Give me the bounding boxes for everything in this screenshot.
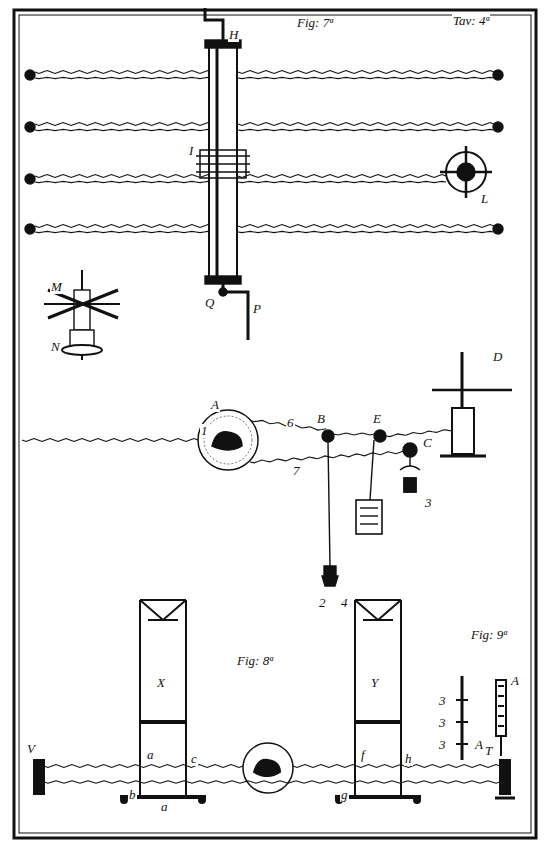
fig8 [34, 600, 515, 803]
callout-letter: g [340, 788, 349, 802]
rope [334, 433, 374, 435]
callout-letter: h [404, 752, 413, 766]
figure-title: Fig: 9ª [470, 628, 508, 642]
rope [238, 181, 446, 182]
callout-letter: P [252, 302, 262, 316]
rope [35, 123, 208, 126]
rope [238, 231, 494, 232]
rope [250, 451, 404, 463]
callout-letter: 3 [438, 694, 447, 708]
callout-letter: 3 [438, 716, 447, 730]
rope [238, 71, 494, 74]
callout-letter: M [50, 280, 63, 294]
rope [386, 430, 452, 437]
callout-letter: L [480, 192, 489, 206]
callout-letter: A [210, 398, 220, 412]
callout-letter: 4 [340, 596, 349, 610]
rope [35, 71, 208, 74]
callout-letter: 2 [318, 596, 327, 610]
callout-letter: Y [370, 676, 379, 690]
figure-title: Fig: 7ª [296, 16, 334, 30]
callout-letter: c [190, 752, 198, 766]
rope [238, 175, 446, 178]
callout-letter: H [228, 28, 239, 42]
callout-letter: C [422, 436, 433, 450]
rope [35, 181, 208, 182]
rope [35, 129, 208, 130]
callout-letter: E [372, 412, 382, 426]
callout-letter: b [128, 788, 137, 802]
callout-letter: Q [204, 296, 215, 310]
callout-letter: 7 [292, 464, 301, 478]
rope [35, 77, 208, 78]
callout-letter: T [484, 744, 493, 758]
rope [44, 781, 500, 783]
rope [238, 129, 494, 130]
twisting-apparatus [198, 352, 512, 586]
rope [238, 225, 494, 228]
callout-letter: 1 [200, 424, 209, 438]
rope [35, 225, 208, 228]
callout-letter: A [474, 738, 484, 752]
rope [238, 77, 494, 78]
callout-letter: a [160, 800, 169, 814]
callout-letter: D [492, 350, 503, 364]
callout-letter: a [146, 748, 155, 762]
rope [35, 231, 208, 232]
fig9 [456, 676, 506, 760]
fig7 [25, 8, 503, 360]
callout-letter: A [510, 674, 520, 688]
rope [293, 765, 500, 768]
callout-letter: f [360, 748, 366, 762]
figure-title: Tav: 4ª [452, 14, 490, 28]
rope [238, 123, 494, 126]
rope [35, 175, 208, 178]
rope [22, 439, 198, 442]
callout-letter: 3 [424, 496, 433, 510]
callout-letter: V [26, 742, 36, 756]
figure-title: Fig: 8ª [236, 654, 274, 668]
callout-letter: 6 [286, 416, 295, 430]
callout-letter: N [50, 340, 61, 354]
callout-letter: X [156, 676, 166, 690]
callout-letter: B [316, 412, 326, 426]
callout-letter: 3 [438, 738, 447, 752]
rope [44, 765, 243, 768]
callout-letter: I [188, 144, 194, 158]
